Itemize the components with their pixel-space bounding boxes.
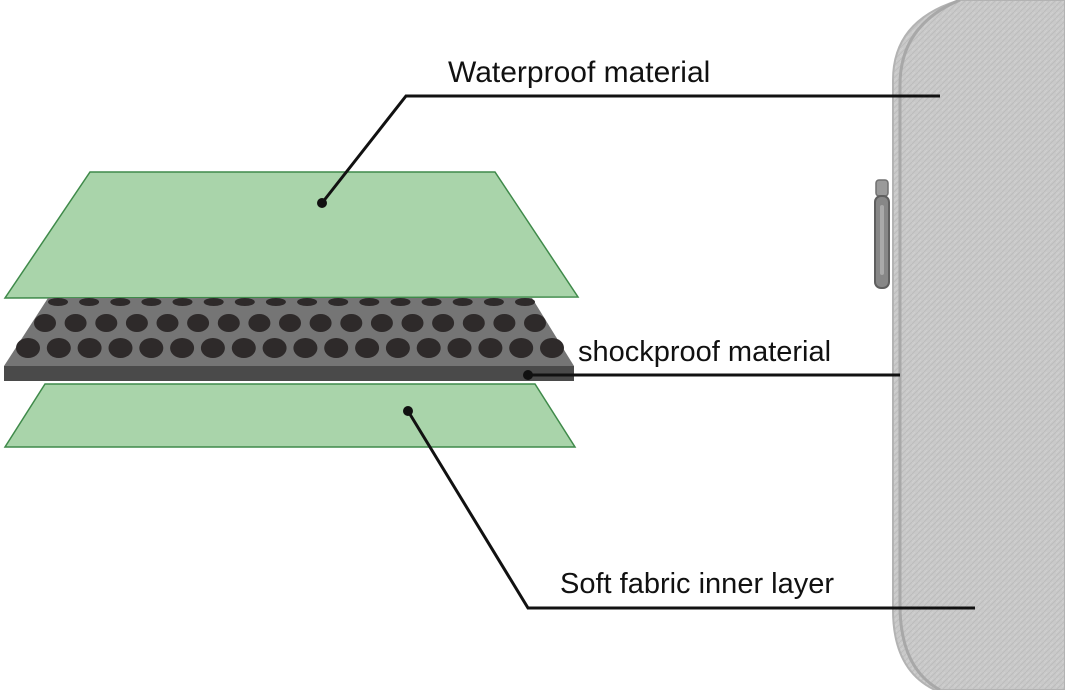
- shockproof-layer-side: [4, 366, 574, 381]
- shockproof-dot: [401, 314, 424, 332]
- shockproof-dot: [203, 298, 224, 306]
- shockproof-dot: [141, 298, 162, 306]
- sleeve-body: [892, 0, 1065, 690]
- shockproof-dot: [324, 338, 349, 358]
- leader-dot-inner: [403, 406, 413, 416]
- shockproof-dot: [200, 338, 225, 358]
- shockproof-dot: [478, 338, 503, 358]
- leader-line-inner: [406, 410, 975, 610]
- shockproof-dot: [156, 314, 179, 332]
- leader-dot-shockproof: [523, 370, 533, 380]
- shockproof-dot: [234, 298, 255, 306]
- shockproof-dot: [515, 298, 535, 306]
- leader-line-waterproof: [320, 94, 940, 204]
- shockproof-dot: [248, 314, 271, 332]
- leader-dot-waterproof: [317, 198, 327, 208]
- shockproof-dot: [540, 338, 564, 358]
- shockproof-dot: [309, 314, 332, 332]
- shockproof-dot: [293, 338, 318, 358]
- shockproof-dot: [493, 314, 516, 332]
- shockproof-dot: [370, 314, 393, 332]
- shockproof-dot: [297, 298, 318, 306]
- shockproof-dot: [452, 298, 473, 306]
- shockproof-dot: [279, 314, 301, 332]
- shockproof-dot: [355, 338, 380, 358]
- shockproof-dot: [340, 314, 363, 332]
- inner-layer: [3, 383, 577, 448]
- shockproof-dot: [46, 338, 71, 358]
- shockproof-dot: [172, 298, 193, 306]
- shockproof-dot: [139, 338, 164, 358]
- label-soft-fabric-inner-layer: Soft fabric inner layer: [560, 568, 835, 600]
- shockproof-dot: [421, 298, 442, 306]
- zipper-pull-icon: [874, 179, 890, 289]
- shockproof-dot: [359, 298, 380, 306]
- sleeve-seam: [898, 0, 961, 690]
- shockproof-dot: [447, 338, 472, 358]
- shockproof-dot: [95, 314, 118, 332]
- shockproof-dot: [509, 338, 534, 358]
- shockproof-dot: [385, 338, 410, 358]
- leader-lines: [317, 94, 975, 610]
- shockproof-dot: [187, 314, 210, 332]
- shockproof-dot: [16, 338, 40, 358]
- shockproof-dot: [48, 298, 68, 306]
- label-waterproof-material: Waterproof material: [448, 56, 711, 89]
- shockproof-dot: [34, 314, 56, 332]
- shockproof-dots: [16, 298, 564, 358]
- shockproof-dot: [79, 298, 100, 306]
- shockproof-dot: [262, 338, 287, 358]
- label-shockproof-material: shockproof material: [578, 336, 832, 368]
- shockproof-dot: [462, 314, 485, 332]
- shockproof-dot: [483, 298, 504, 306]
- shockproof-dot: [77, 338, 102, 358]
- shockproof-dot: [524, 314, 546, 332]
- shockproof-dot: [328, 298, 349, 306]
- laptop-sleeve: [892, 0, 1065, 690]
- shockproof-dot: [110, 298, 131, 306]
- shockproof-dot: [390, 298, 411, 306]
- shockproof-layer: [4, 298, 574, 381]
- shockproof-dot: [231, 338, 256, 358]
- shockproof-dot: [432, 314, 455, 332]
- waterproof-layer: [3, 171, 580, 299]
- shockproof-dot: [64, 314, 87, 332]
- shockproof-dot: [170, 338, 195, 358]
- shockproof-dot: [416, 338, 441, 358]
- shockproof-dot: [125, 314, 148, 332]
- shockproof-dot: [265, 298, 286, 306]
- shockproof-dot: [108, 338, 133, 358]
- shockproof-dot: [217, 314, 240, 332]
